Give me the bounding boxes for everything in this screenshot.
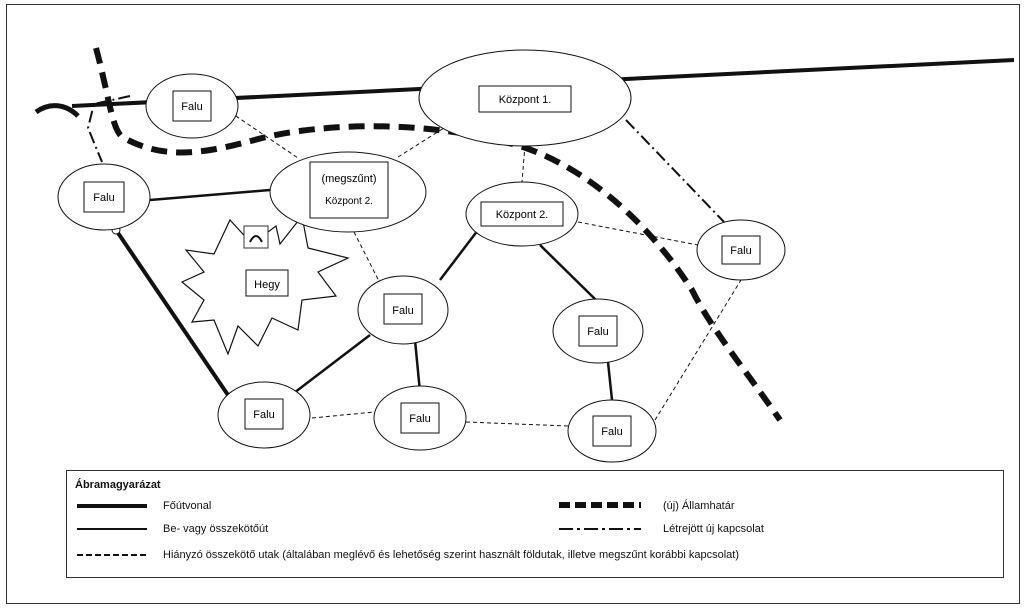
svg-text:Falu: Falu <box>730 245 751 257</box>
legend-connector-sample <box>77 528 147 530</box>
svg-text:(megszűnt): (megszűnt) <box>321 173 376 185</box>
mountain-icon <box>249 235 263 243</box>
node-megszunt-kozpont-2: (megszűnt) Központ 2. <box>269 151 427 233</box>
node-falu-bottom-left: Falu <box>217 381 311 449</box>
node-kozpont-2: Központ 2. <box>465 181 579 247</box>
node-falu-right: Falu <box>696 219 786 281</box>
state-border <box>93 47 783 422</box>
node-falu-center: Falu <box>357 275 449 345</box>
node-kozpont-1: Központ 1. <box>418 49 632 147</box>
hegy-label-box <box>245 269 289 297</box>
node-falu-bottom-center: Falu <box>373 385 467 451</box>
new-connections <box>86 95 725 223</box>
node-falu-topleft: Falu <box>145 73 239 139</box>
legend-new-connection-sample <box>559 528 641 530</box>
missing-roads <box>229 111 742 427</box>
svg-text:Falu: Falu <box>392 305 413 317</box>
node-falu-left: Falu <box>57 163 151 231</box>
connector-roads <box>149 188 614 401</box>
node-falu-bottom-right: Falu <box>567 399 657 463</box>
legend-connector-label: Be- vagy összekötőút <box>163 523 269 535</box>
legend-main-road-label: Főútvonal <box>163 500 212 512</box>
main-road-left <box>114 228 232 400</box>
hegy-label: Hegy <box>254 279 280 291</box>
node-falu-mid-right: Falu <box>552 298 644 364</box>
legend-missing-label: Hiányzó összekötő utak (általában meglév… <box>163 549 739 561</box>
legend-main-road-sample <box>77 504 147 508</box>
svg-text:Központ 2.: Központ 2. <box>496 209 549 221</box>
svg-text:Falu: Falu <box>601 426 622 438</box>
svg-text:Falu: Falu <box>409 413 430 425</box>
legend-missing-sample <box>77 554 147 556</box>
svg-text:Falu: Falu <box>587 326 608 338</box>
border-curl <box>34 103 80 118</box>
svg-text:Központ 2.: Központ 2. <box>325 196 373 207</box>
svg-text:Falu: Falu <box>181 101 202 113</box>
legend-border-sample <box>559 502 641 508</box>
legend-title: Ábramagyarázat <box>75 479 161 491</box>
legend-new-connection-label: Létrejött új kapcsolat <box>663 523 764 535</box>
svg-text:Központ 1.: Központ 1. <box>499 94 552 106</box>
svg-text:Falu: Falu <box>253 409 274 421</box>
legend-box: Ábramagyarázat Főútvonal Be- vagy összek… <box>66 470 1004 578</box>
svg-text:Falu: Falu <box>93 192 114 204</box>
legend-border-label: (új) Államhatár <box>663 500 735 512</box>
diagram-frame <box>6 4 1020 604</box>
